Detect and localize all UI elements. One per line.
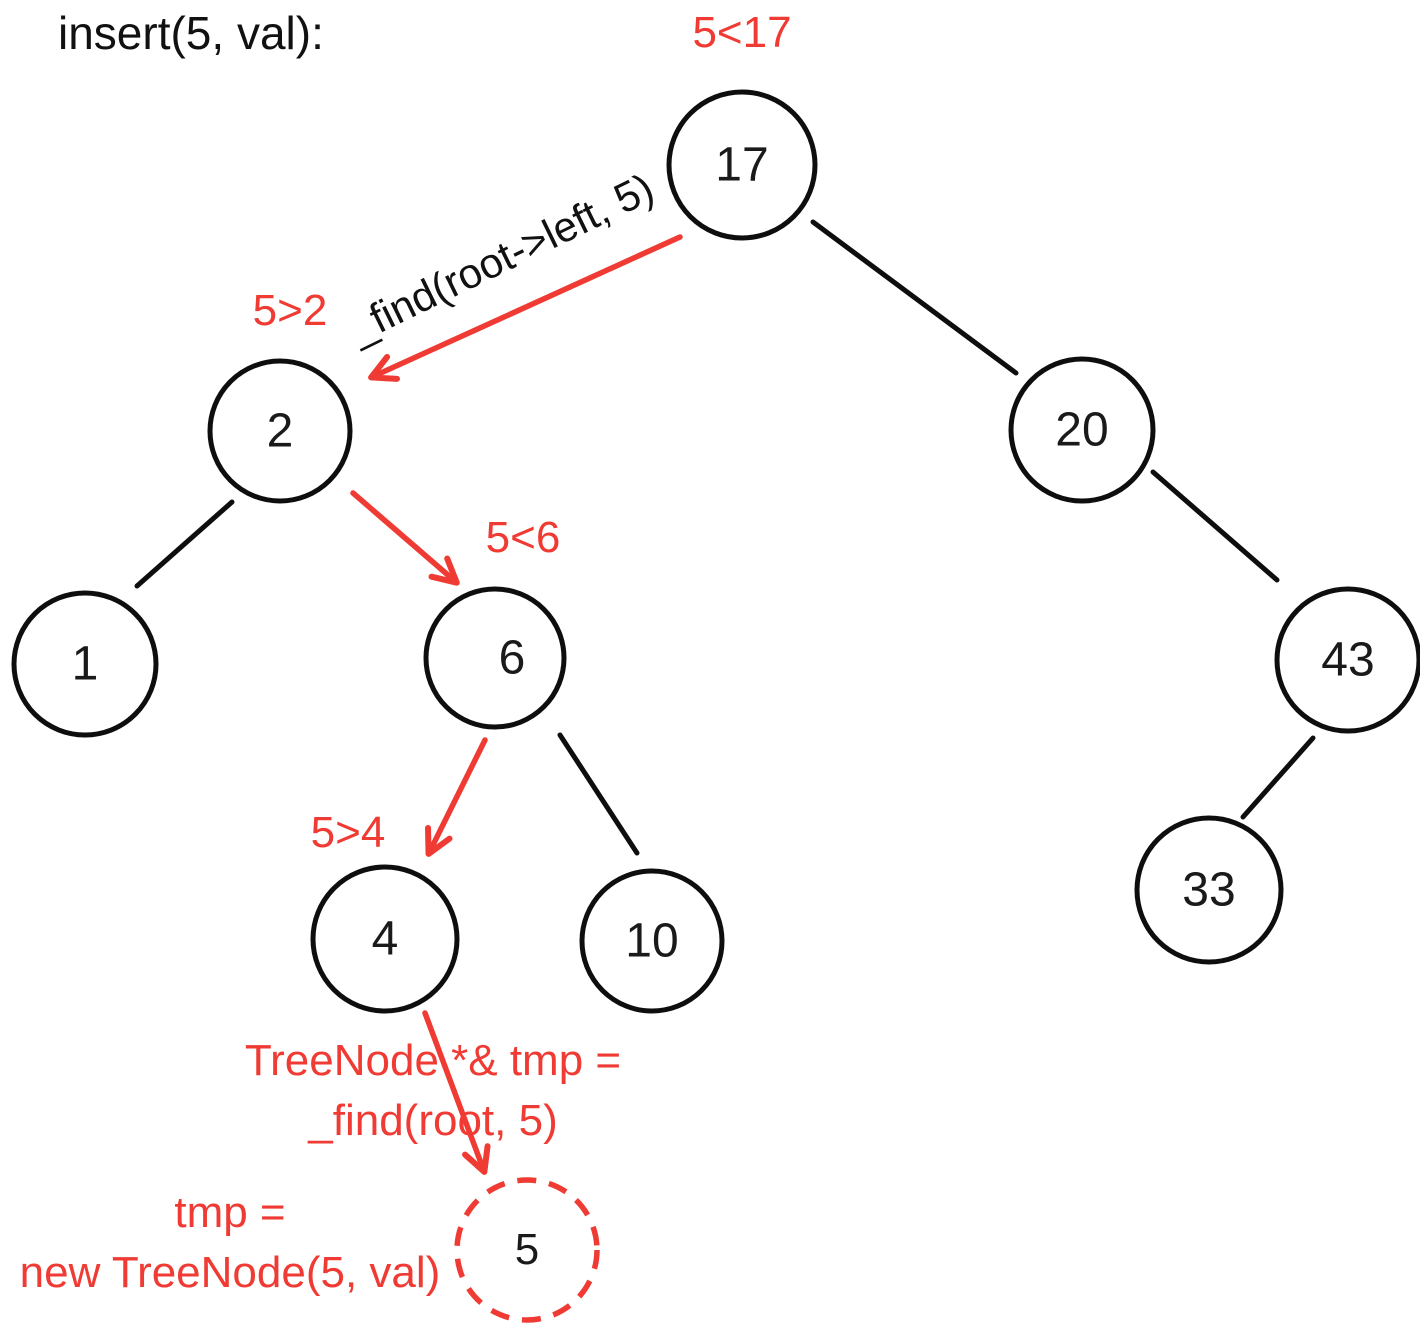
node-10-circle	[579, 868, 725, 1014]
edge-17-20	[810, 219, 1019, 376]
comparison-5lt6: 5<6	[485, 513, 561, 562]
node-33-label: 33	[1182, 863, 1236, 917]
arrow-4-to-new-5	[422, 1010, 491, 1175]
node-1-label: 1	[71, 637, 99, 691]
comparison-5lt17: 5<17	[692, 8, 792, 57]
node-33-circle	[1134, 815, 1284, 965]
node-4-label: 4	[371, 912, 399, 966]
node-5-label: 5	[514, 1225, 540, 1274]
tmp-declaration-line2: _find(root, 5)	[308, 1096, 558, 1145]
arrow-6-to-4	[425, 737, 488, 857]
node-43-circle	[1274, 586, 1420, 734]
node-2-circle	[207, 358, 353, 504]
comparison-5gt4: 5>4	[310, 808, 386, 857]
edge-20-43	[1150, 469, 1280, 583]
node-6-label: 6	[498, 631, 526, 685]
edge-2-1	[134, 499, 235, 589]
edge-43-33	[1240, 735, 1316, 820]
node-5-new-circle	[454, 1177, 600, 1323]
diagram-title: insert(5, val):	[58, 7, 324, 59]
tmp-assignment-text: tmp = new TreeNode(5, val)	[20, 1183, 441, 1303]
node-6-circle	[423, 586, 567, 730]
tmp-assignment-line1: tmp =	[174, 1188, 286, 1237]
node-20-circle	[1008, 356, 1156, 504]
edge-6-10	[557, 732, 640, 856]
node-10-label: 10	[625, 914, 679, 968]
tmp-assignment-line2: new TreeNode(5, val)	[19, 1248, 441, 1297]
node-4-circle	[310, 864, 460, 1014]
node-17-label: 17	[715, 138, 769, 192]
comparison-5gt2: 5>2	[252, 286, 328, 335]
arrow-17-to-2	[368, 234, 683, 382]
node-17-circle	[666, 89, 818, 241]
tmp-declaration-text: TreeNode *& tmp = _find(root, 5)	[245, 1031, 621, 1151]
node-20-label: 20	[1055, 403, 1109, 457]
node-2-label: 2	[266, 404, 294, 458]
node-1-circle	[11, 590, 159, 738]
tmp-declaration-line1: TreeNode *& tmp =	[244, 1036, 622, 1085]
node-43-label: 43	[1321, 633, 1375, 687]
arrow-2-to-6	[350, 490, 460, 586]
